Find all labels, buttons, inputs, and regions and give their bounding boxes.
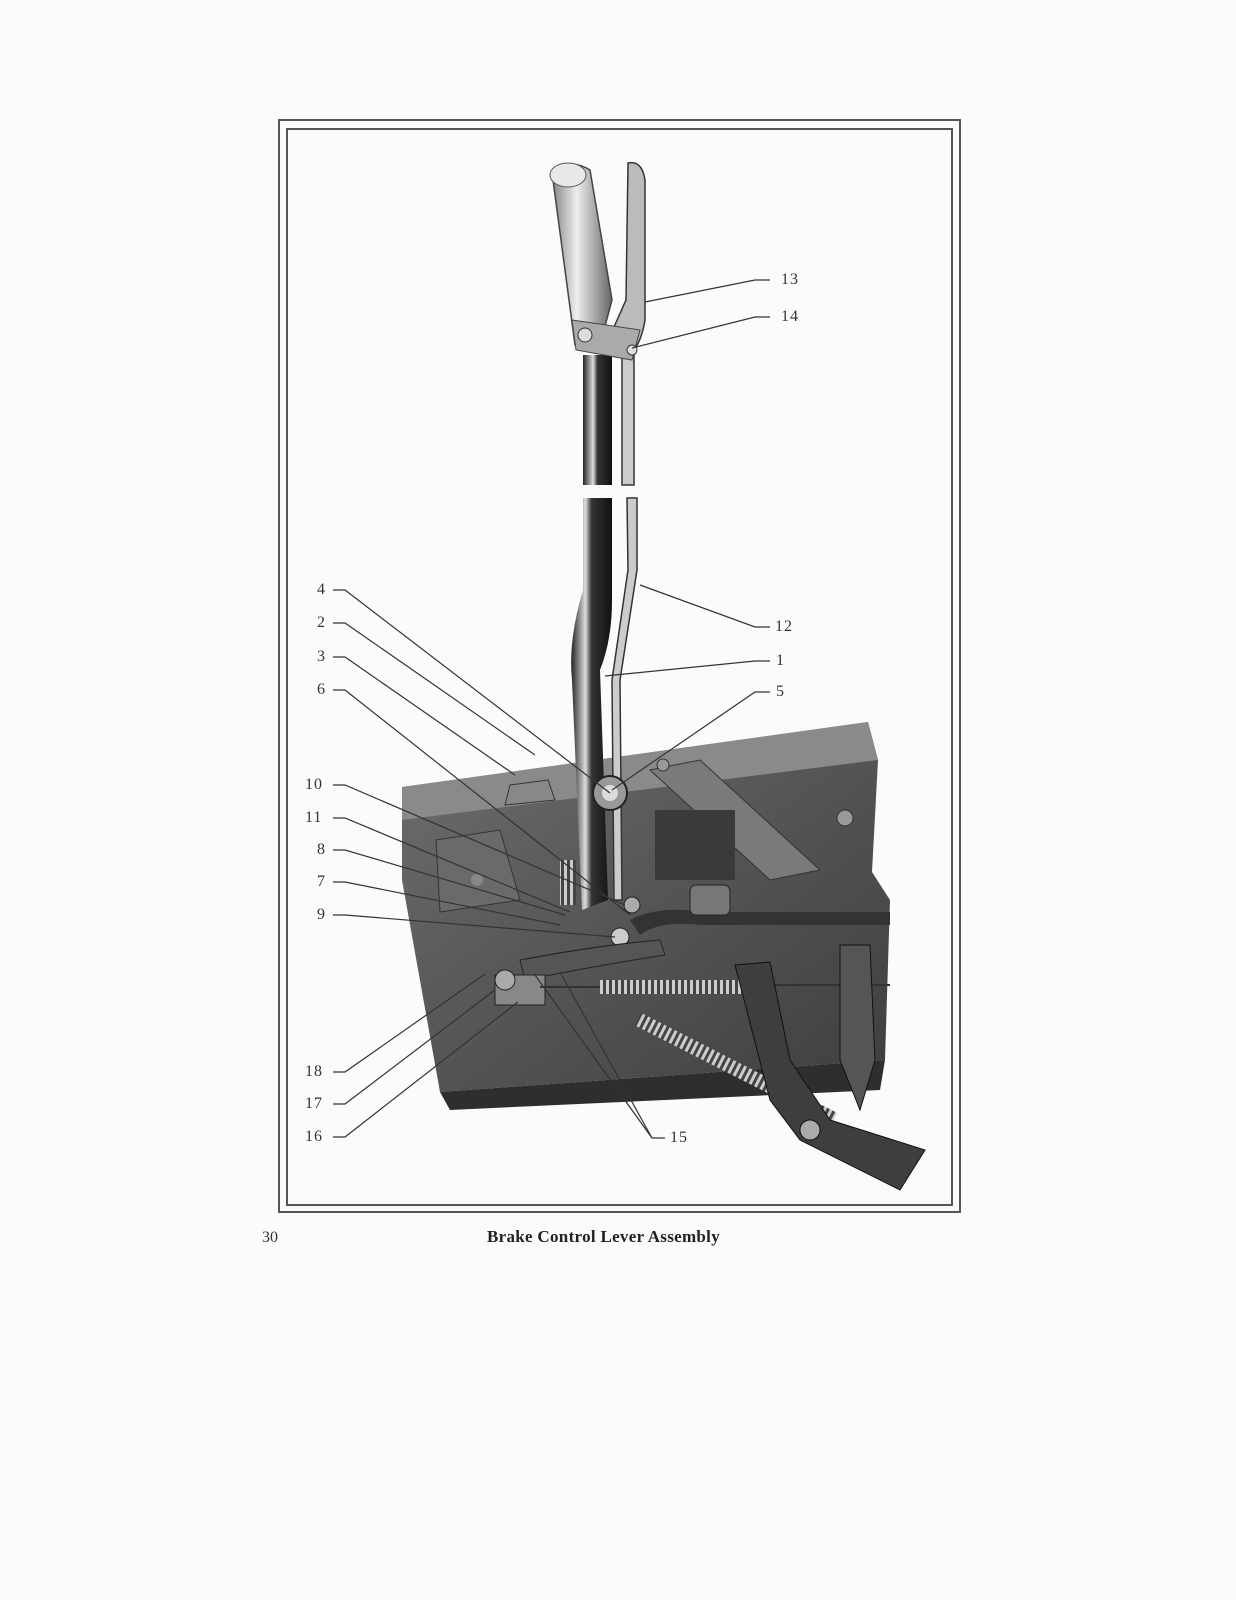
lever-handle [549, 161, 646, 361]
callout-6: 6 [317, 681, 326, 698]
pedal-arm [734, 961, 926, 1191]
bolt-head [504, 779, 556, 806]
ratchet-sector [519, 939, 666, 981]
page-number: 30 [262, 1229, 278, 1246]
callout-15: 15 [670, 1129, 688, 1146]
brake-lever-upper [583, 355, 612, 485]
callout-18: 18 [305, 1063, 323, 1080]
callout-4: 4 [317, 581, 326, 598]
callout-10: 10 [305, 776, 323, 793]
callout-13: 13 [781, 271, 799, 288]
callout-2: 2 [317, 614, 326, 631]
figure-caption: Brake Control Lever Assembly [487, 1227, 721, 1246]
callout-17: 17 [305, 1095, 323, 1112]
callout-12: 12 [775, 618, 793, 635]
pull-rod-upper [621, 354, 635, 486]
callout-9: 9 [317, 906, 326, 923]
callout-1: 1 [776, 652, 785, 669]
brake-rod [630, 909, 890, 935]
bracket-opening [655, 810, 735, 880]
return-spring-upper [600, 980, 750, 994]
callout-14: 14 [781, 308, 799, 325]
callout-8: 8 [317, 841, 326, 858]
figure-outer-border [278, 119, 961, 1213]
figure-inner-border [286, 128, 953, 1206]
callout-3: 3 [317, 648, 326, 665]
pawl-spring [560, 860, 576, 905]
callout-5: 5 [776, 683, 785, 700]
callout-16: 16 [305, 1128, 323, 1145]
callout-7: 7 [317, 873, 326, 890]
leader-lines [333, 279, 770, 1139]
callout-11: 11 [305, 809, 323, 826]
